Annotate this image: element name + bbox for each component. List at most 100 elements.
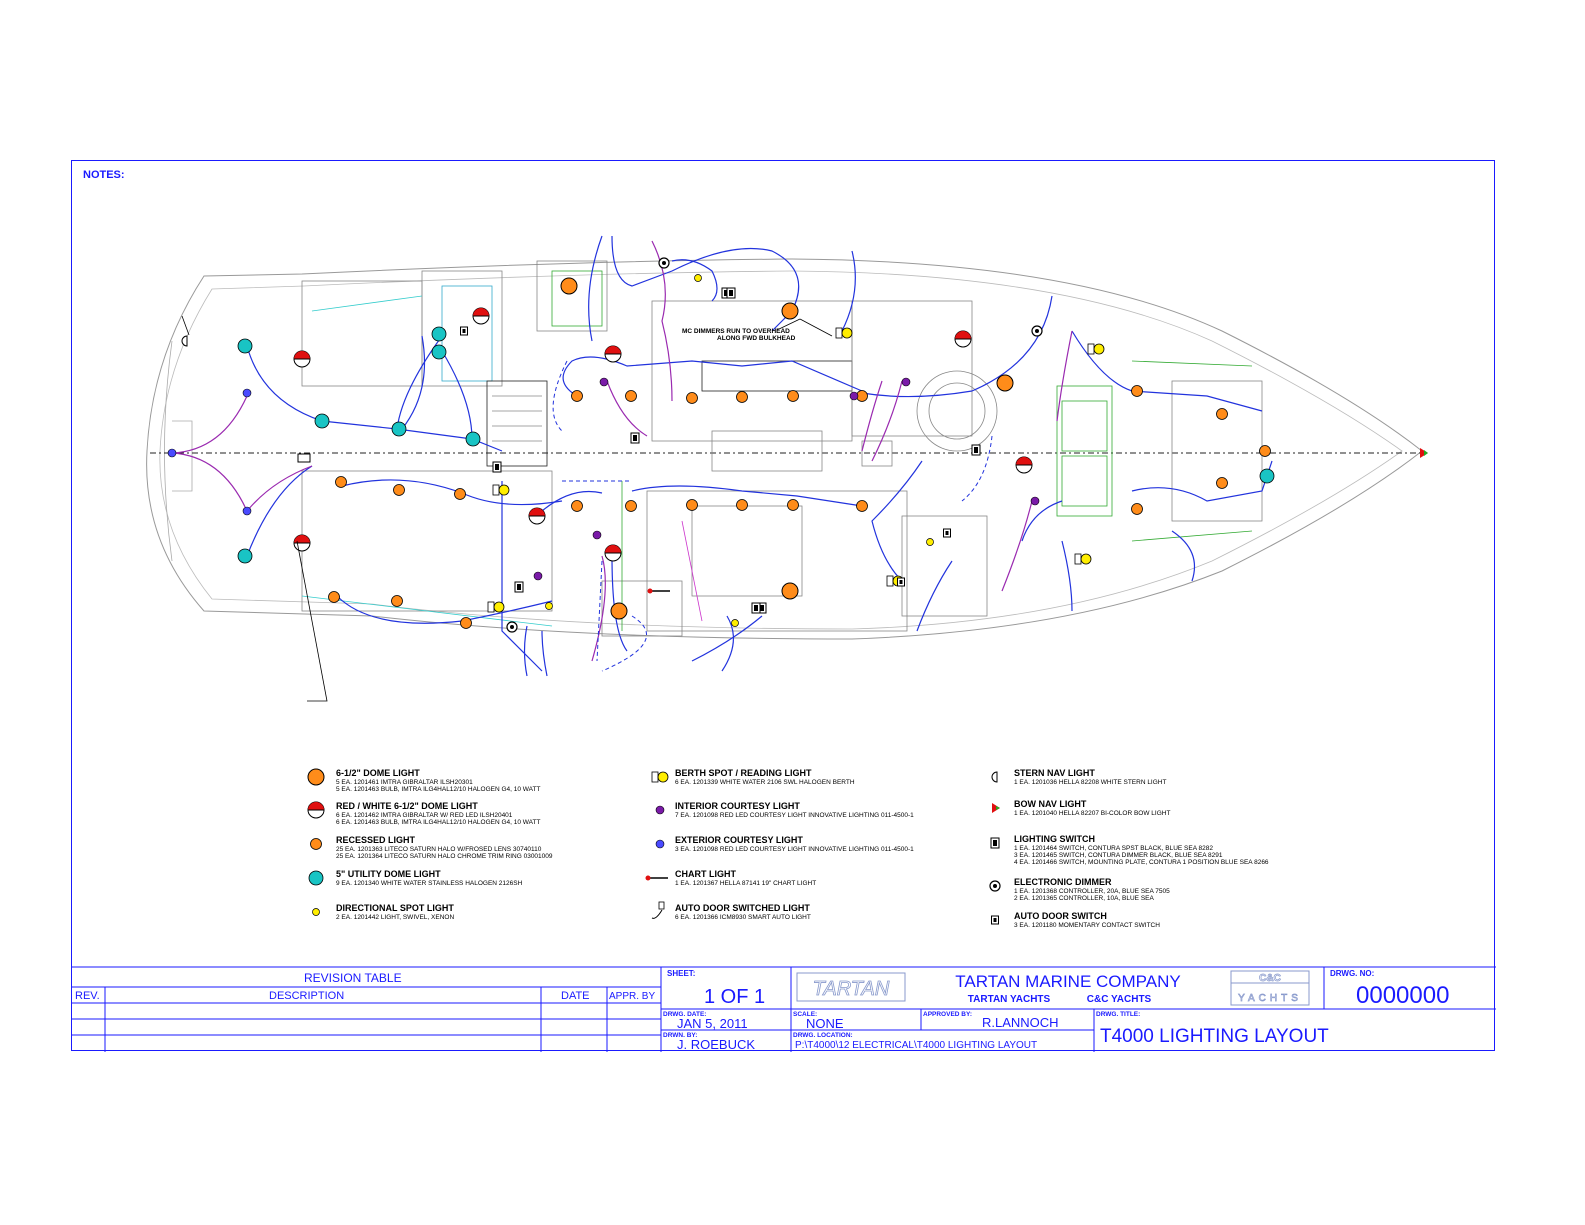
berth-spot-light-icon xyxy=(651,771,669,783)
approved-label: APPROVED BY: xyxy=(923,1011,972,1018)
legend-item-detail: 7 EA. 1201098 RED LED COURTESY LIGHT INN… xyxy=(675,812,914,819)
recessed-fixture xyxy=(393,484,405,496)
stern-nav-light-icon xyxy=(991,771,998,783)
utility-fixture xyxy=(465,431,481,447)
courtesy-fixture xyxy=(849,391,859,401)
drwg-title-value: T4000 LIGHTING LAYOUT xyxy=(1100,1026,1329,1047)
auto-door-switched-light-icon xyxy=(651,901,665,919)
legend-item-title: RECESSED LIGHT xyxy=(336,835,416,845)
legend-item-title: STERN NAV LIGHT xyxy=(1014,768,1095,778)
stern-nav-light-marker xyxy=(181,335,188,347)
lighting-layout-drawing: NOTES: xyxy=(72,169,1496,1052)
chart-light-icon xyxy=(645,875,668,881)
spot-fixture xyxy=(731,619,739,627)
redwhite-fixture xyxy=(604,345,622,363)
redwhite-fixture xyxy=(472,307,490,325)
utility-fixture xyxy=(431,326,447,342)
recessed-fixture xyxy=(335,476,347,488)
recessed-light-icon xyxy=(310,838,322,850)
dimmer-fixture xyxy=(1031,325,1043,337)
legend-item-detail: 6 EA. 1201339 WHITE WATER 2106 SWL HALOG… xyxy=(675,779,855,786)
courtesy-fixture xyxy=(533,571,543,581)
interior-courtesy-light-icon xyxy=(655,805,665,815)
utility-fixture xyxy=(391,421,407,437)
cc-logo: C&C YACHTS xyxy=(1230,970,1310,1006)
legend-item-title: DIRECTIONAL SPOT LIGHT xyxy=(336,903,454,913)
brand-tartan-yachts: TARTAN YACHTS xyxy=(968,994,1051,1005)
switch-fixture xyxy=(751,602,761,614)
recessed-fixture xyxy=(686,392,698,404)
recessed-fixture xyxy=(856,500,868,512)
doorswitch-fixture xyxy=(897,577,905,587)
cc-logo-bottom: YACHTS xyxy=(1238,993,1302,1004)
tartan-logo-text: TARTAN xyxy=(813,978,890,1000)
recessed-fixture xyxy=(1131,385,1143,397)
bow-nav-light-icon xyxy=(992,803,1000,813)
recessed-fixture xyxy=(736,391,748,403)
legend-item-title: LIGHTING SWITCH xyxy=(1014,834,1095,844)
legend-item-detail: 1 EA. 1201040 HELLA 82207 BI-COLOR BOW L… xyxy=(1014,810,1170,817)
berth-fixture xyxy=(1074,553,1092,565)
legend-item-detail: 25 EA. 1201363 LITECO SATURN HALO W/FROS… xyxy=(336,846,542,853)
legend-item-detail: 2 EA. 1201442 LIGHT, SWIVEL, XENON xyxy=(336,914,454,921)
switch-panel-icon xyxy=(297,453,311,463)
utility-fixture xyxy=(1259,468,1275,484)
spot-fixture xyxy=(926,538,934,546)
interior-layout xyxy=(301,260,1263,637)
redwhite-fixture xyxy=(293,350,311,368)
switch-fixture xyxy=(971,444,981,456)
exterior-fixture xyxy=(167,448,177,458)
scale-value: NONE xyxy=(806,1016,844,1031)
legend-item-detail: 6 EA. 1201463 BULB, IMTRA ILG4HAL12/10 H… xyxy=(336,819,541,826)
legend-item-detail: 5 EA. 1201463 BULB, IMTRA ILG4HAL12/10 H… xyxy=(336,786,541,793)
recessed-fixture xyxy=(625,390,637,402)
directional-spot-light-icon xyxy=(312,908,320,916)
exterior-fixture xyxy=(242,506,252,516)
doorswitch-fixture xyxy=(460,326,468,336)
legend-item-title: 5" UTILITY DOME LIGHT xyxy=(336,869,441,879)
cc-logo-top: C&C xyxy=(1259,973,1281,984)
fixtures xyxy=(167,257,1275,633)
legend-item-detail: 2 EA. 1201365 CONTROLLER, 10A, BLUE SEA xyxy=(1014,895,1154,902)
legend-item-title: RED / WHITE 6-1/2" DOME LIGHT xyxy=(336,801,478,811)
legend-item-title: CHART LIGHT xyxy=(675,869,736,879)
utility-fixture xyxy=(314,413,330,429)
legend-item-title: INTERIOR COURTESY LIGHT xyxy=(675,801,800,811)
berth-fixture xyxy=(835,327,853,339)
switch-fixture xyxy=(492,461,502,473)
exterior-courtesy-light-icon xyxy=(655,839,665,849)
brand-cc-yachts: C&C YACHTS xyxy=(1087,994,1152,1005)
hull-outline xyxy=(146,258,1423,640)
utility-fixture xyxy=(431,344,447,360)
sheet-value: 1 OF 1 xyxy=(704,986,765,1008)
title-block-text: REVISION TABLE REV. DESCRIPTION DATE APP… xyxy=(75,969,1449,1052)
drwn-by-label: DRWN. BY: xyxy=(663,1032,697,1039)
drwg-title-label: DRWG. TITLE: xyxy=(1096,1011,1140,1018)
wiring-purple xyxy=(171,240,1073,662)
tartan-logo: TARTAN xyxy=(796,972,906,1002)
description-label: DESCRIPTION xyxy=(269,990,344,1002)
drwg-no-label: DRWG. NO: xyxy=(1330,969,1374,978)
location-value: P:\T4000\12 ELECTRICAL\T4000 LIGHTING LA… xyxy=(795,1040,1037,1051)
berth-fixture xyxy=(1087,343,1105,355)
recessed-fixture xyxy=(1216,477,1228,489)
appr-label: APPR. BY xyxy=(609,991,655,1002)
legend-item-detail: 6 EA. 1201462 IMTRA GIBRALTAR W/ RED LED… xyxy=(336,812,513,819)
recessed-fixture xyxy=(736,499,748,511)
legend-item-detail: 3 EA. 1201465 SWITCH, CONTURA DIMMER BLA… xyxy=(1014,852,1223,859)
lighting-switch-icon xyxy=(990,837,1000,849)
drwg-date-value: JAN 5, 2011 xyxy=(677,1016,748,1031)
location-label: DRWG. LOCATION: xyxy=(793,1032,853,1039)
recessed-fixture xyxy=(787,499,799,511)
dome-fixture xyxy=(781,302,799,320)
legend-item-detail: 25 EA. 1201364 LITECO SATURN HALO CHROME… xyxy=(336,853,553,860)
legend-item-title: 6-1/2" DOME LIGHT xyxy=(336,768,420,778)
switch-fixture xyxy=(630,432,640,444)
dome-fixture xyxy=(610,602,628,620)
recessed-fixture xyxy=(686,499,698,511)
recessed-fixture xyxy=(787,390,799,402)
redwhite-fixture xyxy=(1015,456,1033,474)
